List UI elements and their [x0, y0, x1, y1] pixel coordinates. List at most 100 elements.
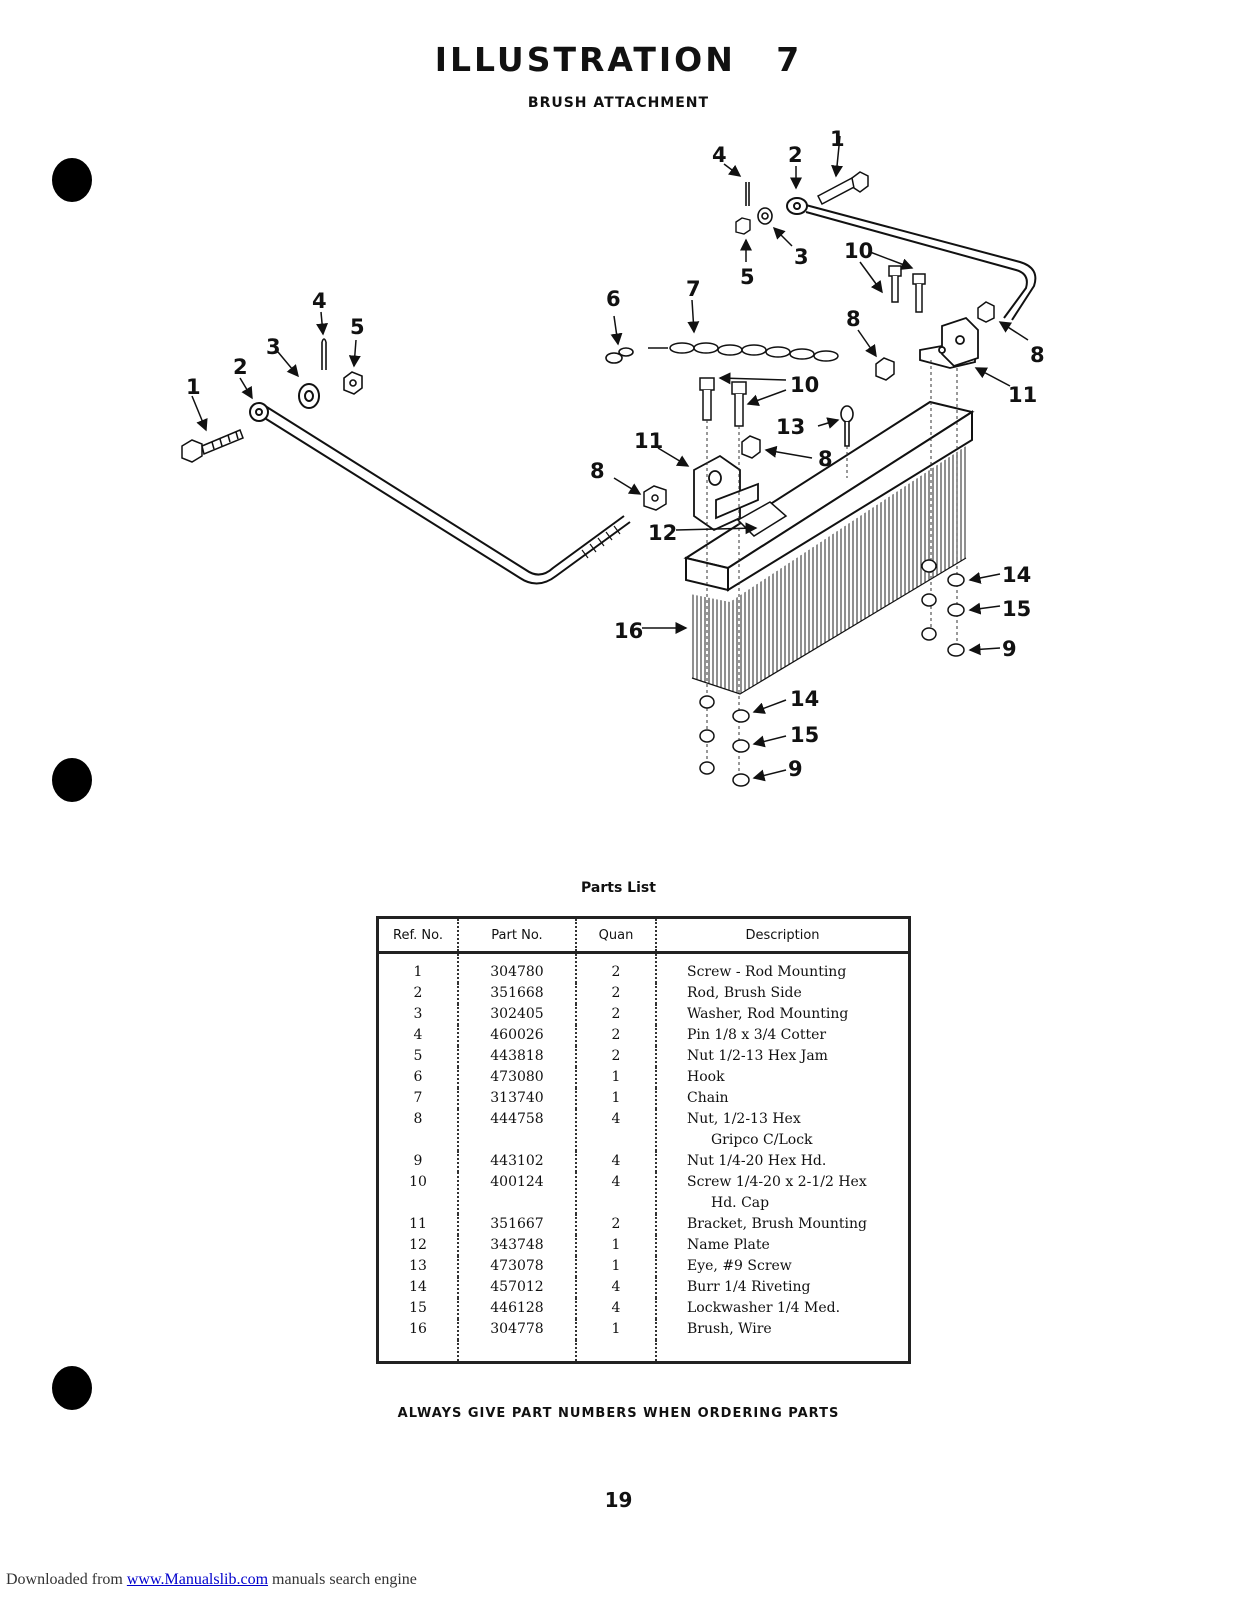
description-cell-text: Lockwasher 1/4 Med. — [687, 1300, 841, 1316]
ref-cell-text: 11 — [409, 1216, 427, 1232]
callout-15: 15 — [1002, 597, 1031, 621]
ref-cell: 8 — [377, 1109, 459, 1151]
parts-table-spacer — [377, 1340, 910, 1363]
part-number-cell: 343748 — [458, 1235, 577, 1256]
quantity-cell: 2 — [576, 1004, 657, 1025]
callout-14: 14 — [790, 687, 819, 711]
description-cell-text: Screw - Rod Mounting — [687, 964, 847, 980]
quantity-cell: 2 — [576, 1046, 657, 1067]
manualslib-link[interactable]: www.Manualslib.com — [126, 1571, 269, 1588]
ref-cell: 15 — [377, 1298, 459, 1319]
spacer-cell — [377, 1340, 459, 1363]
description-cell: Pin 1/8 x 3/4 Cotter — [656, 1025, 910, 1046]
callout-2: 2 — [788, 143, 803, 167]
quantity-cell: 2 — [576, 1025, 657, 1046]
description-cell: Bracket, Brush Mounting — [656, 1214, 910, 1235]
quantity-cell-text: 1 — [611, 1321, 621, 1337]
quantity-cell: 1 — [576, 1256, 657, 1277]
callout-10: 10 — [844, 239, 873, 263]
column-header-part: Part No. — [458, 917, 577, 954]
callout-8: 8 — [846, 307, 861, 331]
callout-12: 12 — [648, 521, 677, 545]
quantity-cell: 1 — [576, 1088, 657, 1109]
ref-cell-text: 4 — [413, 1027, 423, 1043]
quantity-cell-text: 2 — [611, 964, 621, 980]
callout-8: 8 — [1030, 343, 1045, 367]
quantity-cell-text: 4 — [611, 1279, 621, 1295]
callout-16: 16 — [614, 619, 643, 643]
callout-5: 5 — [740, 265, 755, 289]
callout-1: 1 — [186, 375, 201, 399]
quantity-cell: 4 — [576, 1277, 657, 1298]
quantity-cell-text: 2 — [611, 985, 621, 1001]
eye-screw — [840, 405, 854, 447]
description-cell: Rod, Brush Side — [656, 983, 910, 1004]
lower-fastener-stacks — [699, 559, 965, 787]
callout-3: 3 — [794, 245, 809, 269]
download-prefix: Downloaded from — [6, 1571, 127, 1588]
right-washer — [757, 207, 773, 225]
left-bracket-nuts — [643, 435, 761, 511]
description-cell-text: Rod, Brush Side — [687, 985, 802, 1001]
part-number-cell-text: 304778 — [490, 1321, 544, 1337]
quantity-cell-text: 4 — [611, 1153, 621, 1169]
quantity-cell: 1 — [576, 1067, 657, 1088]
part-number-cell-text: 457012 — [490, 1279, 544, 1295]
right-rod — [786, 197, 1037, 321]
quantity-cell-text: 1 — [611, 1258, 621, 1274]
callout-5: 5 — [350, 315, 365, 339]
part-number-cell: 400124 — [458, 1172, 577, 1214]
page-title: ILLUSTRATION 7 — [434, 40, 803, 79]
quantity-cell-text: 4 — [611, 1300, 621, 1316]
part-number-cell-text: 313740 — [490, 1090, 544, 1106]
ref-cell: 7 — [377, 1088, 459, 1109]
callout-7: 7 — [686, 277, 701, 301]
description-continuation: Hd. Cap — [711, 1195, 770, 1211]
parts-table-row: 16 304778 1 Brush, Wire — [377, 1319, 910, 1340]
ref-cell-text: 7 — [413, 1090, 423, 1106]
left-cotter-pin — [321, 338, 327, 370]
download-suffix: manuals search engine — [268, 1571, 417, 1588]
right-mounting-screw — [817, 171, 869, 206]
part-number-cell-text: 446128 — [490, 1300, 544, 1316]
description-cell-text: Screw 1/4-20 x 2-1/2 Hex — [687, 1174, 867, 1190]
ref-cell: 5 — [377, 1046, 459, 1067]
quantity-cell-text: 1 — [611, 1069, 621, 1085]
ref-cell: 2 — [377, 983, 459, 1004]
description-cell-text: Bracket, Brush Mounting — [687, 1216, 867, 1232]
ordering-note: ALWAYS GIVE PART NUMBERS WHEN ORDERING P… — [397, 1406, 840, 1421]
part-number-cell: 351668 — [458, 983, 577, 1004]
ref-cell-text: 14 — [409, 1279, 427, 1295]
description-cell-text: Brush, Wire — [687, 1321, 772, 1337]
page-number: 19 — [604, 1488, 633, 1512]
binder-hole-middle — [52, 758, 92, 802]
right-jam-nut — [735, 217, 751, 235]
ref-cell-text: 12 — [409, 1237, 427, 1253]
page-subtitle: BRUSH ATTACHMENT — [527, 95, 710, 111]
part-number-cell-text: 343748 — [490, 1237, 544, 1253]
quantity-cell: 2 — [576, 1214, 657, 1235]
ref-cell: 16 — [377, 1319, 459, 1340]
part-number-cell: 351667 — [458, 1214, 577, 1235]
description-cell: Brush, Wire — [656, 1319, 910, 1340]
right-bracket-nuts — [875, 301, 995, 381]
quantity-cell-text: 1 — [611, 1237, 621, 1253]
parts-list-caption: Parts List — [581, 880, 656, 896]
description-cell-text: Name Plate — [687, 1237, 770, 1253]
quantity-cell-text: 1 — [611, 1090, 621, 1106]
ref-cell-text: 16 — [409, 1321, 427, 1337]
part-number-cell: 444758 — [458, 1109, 577, 1151]
ref-cell-text: 15 — [409, 1300, 427, 1316]
right-bracket — [919, 316, 979, 369]
description-cell: Hook — [656, 1067, 910, 1088]
